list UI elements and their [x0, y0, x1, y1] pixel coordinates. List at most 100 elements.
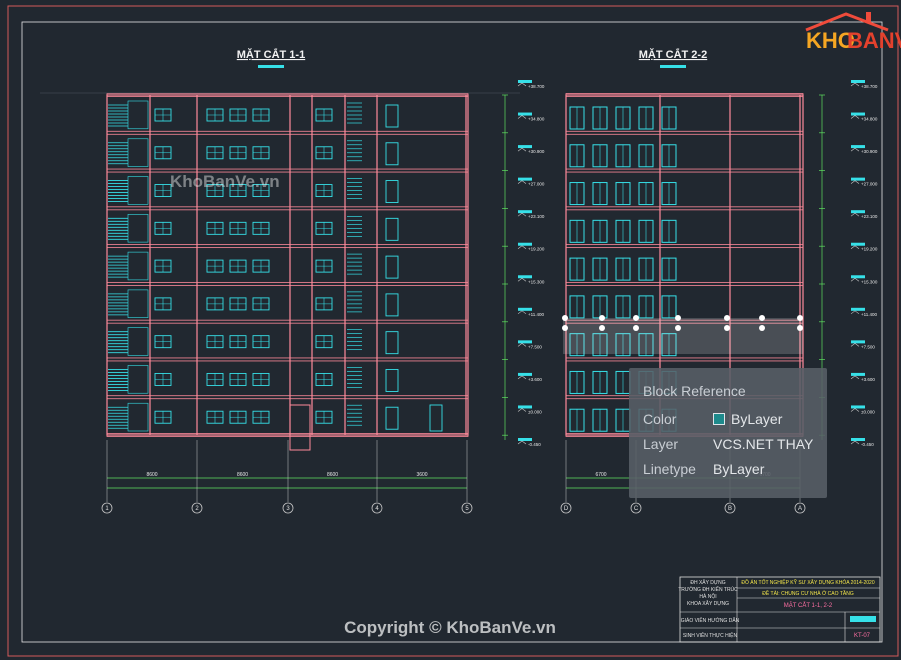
- tb-sheet-number: KT-07: [854, 633, 871, 639]
- level-bar: [851, 177, 865, 181]
- level-label: +27.000: [528, 182, 545, 187]
- floor-slab: [565, 244, 804, 249]
- level-label: +3.600: [861, 377, 875, 382]
- level-symbol: [850, 375, 860, 380]
- floor-slab: [565, 168, 804, 173]
- level-symbol: [850, 245, 860, 249]
- grip-handle: [562, 325, 568, 331]
- level-label: +30.900: [861, 149, 878, 154]
- span-label: 6700: [595, 472, 606, 478]
- level-label: ±0.000: [528, 409, 542, 414]
- level-symbol: [517, 277, 527, 282]
- floor-slab: [106, 395, 469, 400]
- level-label: +30.900: [528, 149, 545, 154]
- title-block: ĐH XÂY DỰNG TRƯỜNG ĐH KIẾN TRÚC HÀ NỘI K…: [678, 576, 881, 643]
- level-bar: [851, 210, 865, 214]
- floor-slab: [106, 319, 469, 324]
- block-reference-tooltip: Block Reference Color ByLayer Layer VCS.…: [629, 368, 827, 498]
- level-label: +34.800: [528, 117, 545, 122]
- axis-bubble: [724, 502, 736, 514]
- span-label: 3600: [416, 472, 427, 478]
- axis-bubble: [282, 502, 294, 514]
- level-bar: [518, 307, 532, 311]
- stair-landing: [127, 251, 149, 281]
- color-swatch-icon: [713, 413, 725, 425]
- grip-handle: [599, 325, 605, 331]
- level-symbol: [517, 180, 527, 184]
- grip-handle: [675, 315, 681, 321]
- sheet-inner-border: [21, 21, 883, 643]
- tb-student-label: SINH VIÊN THỰC HIỆN: [683, 631, 738, 639]
- building-1-outline: [106, 94, 469, 436]
- tooltip-key-linetype: Linetype: [643, 461, 696, 477]
- tooltip-row-color: Color ByLayer: [643, 411, 823, 429]
- span-label: 8600: [146, 472, 157, 478]
- level-bar: [851, 275, 865, 279]
- level-label: +7.500: [861, 344, 875, 349]
- level-label: +7.500: [528, 344, 542, 349]
- entrance-door: [429, 404, 443, 432]
- level-symbol: [850, 277, 860, 282]
- level-markers-right: +38.700+34.800+30.900+27.000+23.100+19.2…: [850, 80, 878, 447]
- level-symbol: [517, 342, 527, 347]
- level-label: +19.200: [528, 247, 545, 252]
- axis-label: B: [728, 506, 732, 512]
- grip-handle: [675, 325, 681, 331]
- level-symbol: [517, 375, 527, 380]
- floor-slab: [106, 357, 469, 362]
- level-label: +11.400: [861, 312, 878, 317]
- grip-handle: [633, 325, 639, 331]
- level-bar: [518, 340, 532, 344]
- stair-landing: [127, 138, 149, 167]
- floor-slab: [565, 93, 804, 97]
- stair-landing: [127, 176, 149, 205]
- door-window: [385, 180, 399, 204]
- door-window: [385, 217, 399, 241]
- level-label: +34.800: [861, 117, 878, 122]
- section-1-1-drawing[interactable]: [106, 93, 469, 451]
- door-window: [385, 406, 399, 430]
- copyright-watermark: Copyright © KhoBanVe.vn: [344, 618, 556, 637]
- selection-grips[interactable]: [562, 315, 803, 331]
- tooltip-header: Block Reference: [643, 383, 746, 399]
- level-symbol: [850, 212, 860, 217]
- level-label: +15.300: [528, 279, 545, 284]
- khobanve-logo: KHO BANVE: [805, 12, 901, 53]
- level-bar: [851, 145, 865, 149]
- level-label: +38.700: [861, 84, 878, 89]
- level-symbol: [517, 408, 527, 412]
- grip-handle: [633, 315, 639, 321]
- level-bar: [518, 210, 532, 214]
- section-2-2-title: MẶT CẮT 2-2: [639, 48, 707, 61]
- level-symbol: [850, 342, 860, 347]
- level-label: -0.450: [861, 442, 874, 447]
- axis-label: A: [798, 506, 802, 512]
- door-window: [385, 293, 399, 317]
- axis-bubble: [461, 502, 473, 514]
- grip-handle: [724, 325, 730, 331]
- level-bar: [518, 275, 532, 279]
- tooltip-value-layer: VCS.NET THAY: [713, 436, 814, 452]
- section-2-2-underline: [660, 65, 686, 68]
- level-symbol: [517, 212, 527, 217]
- svg-text:KHO: KHO: [806, 28, 855, 53]
- floor-slab: [565, 357, 804, 362]
- stair-landing: [127, 327, 149, 356]
- floor-slab: [565, 130, 804, 135]
- grip-handle: [797, 325, 803, 331]
- level-bar: [518, 438, 532, 441]
- axis-bubble: [794, 502, 806, 514]
- door-window: [385, 142, 399, 166]
- floor-slab: [106, 93, 469, 97]
- pit-outline: [289, 404, 311, 451]
- floor-slab: [106, 206, 469, 211]
- floor-slab: [106, 433, 469, 437]
- level-symbol: [850, 82, 860, 87]
- axis-bubble: [630, 502, 642, 514]
- tooltip-key-layer: Layer: [643, 436, 679, 452]
- axis-bubble: [191, 502, 203, 514]
- level-symbol: [517, 82, 527, 87]
- level-symbol: [517, 147, 527, 152]
- span-label: 8600: [327, 472, 338, 478]
